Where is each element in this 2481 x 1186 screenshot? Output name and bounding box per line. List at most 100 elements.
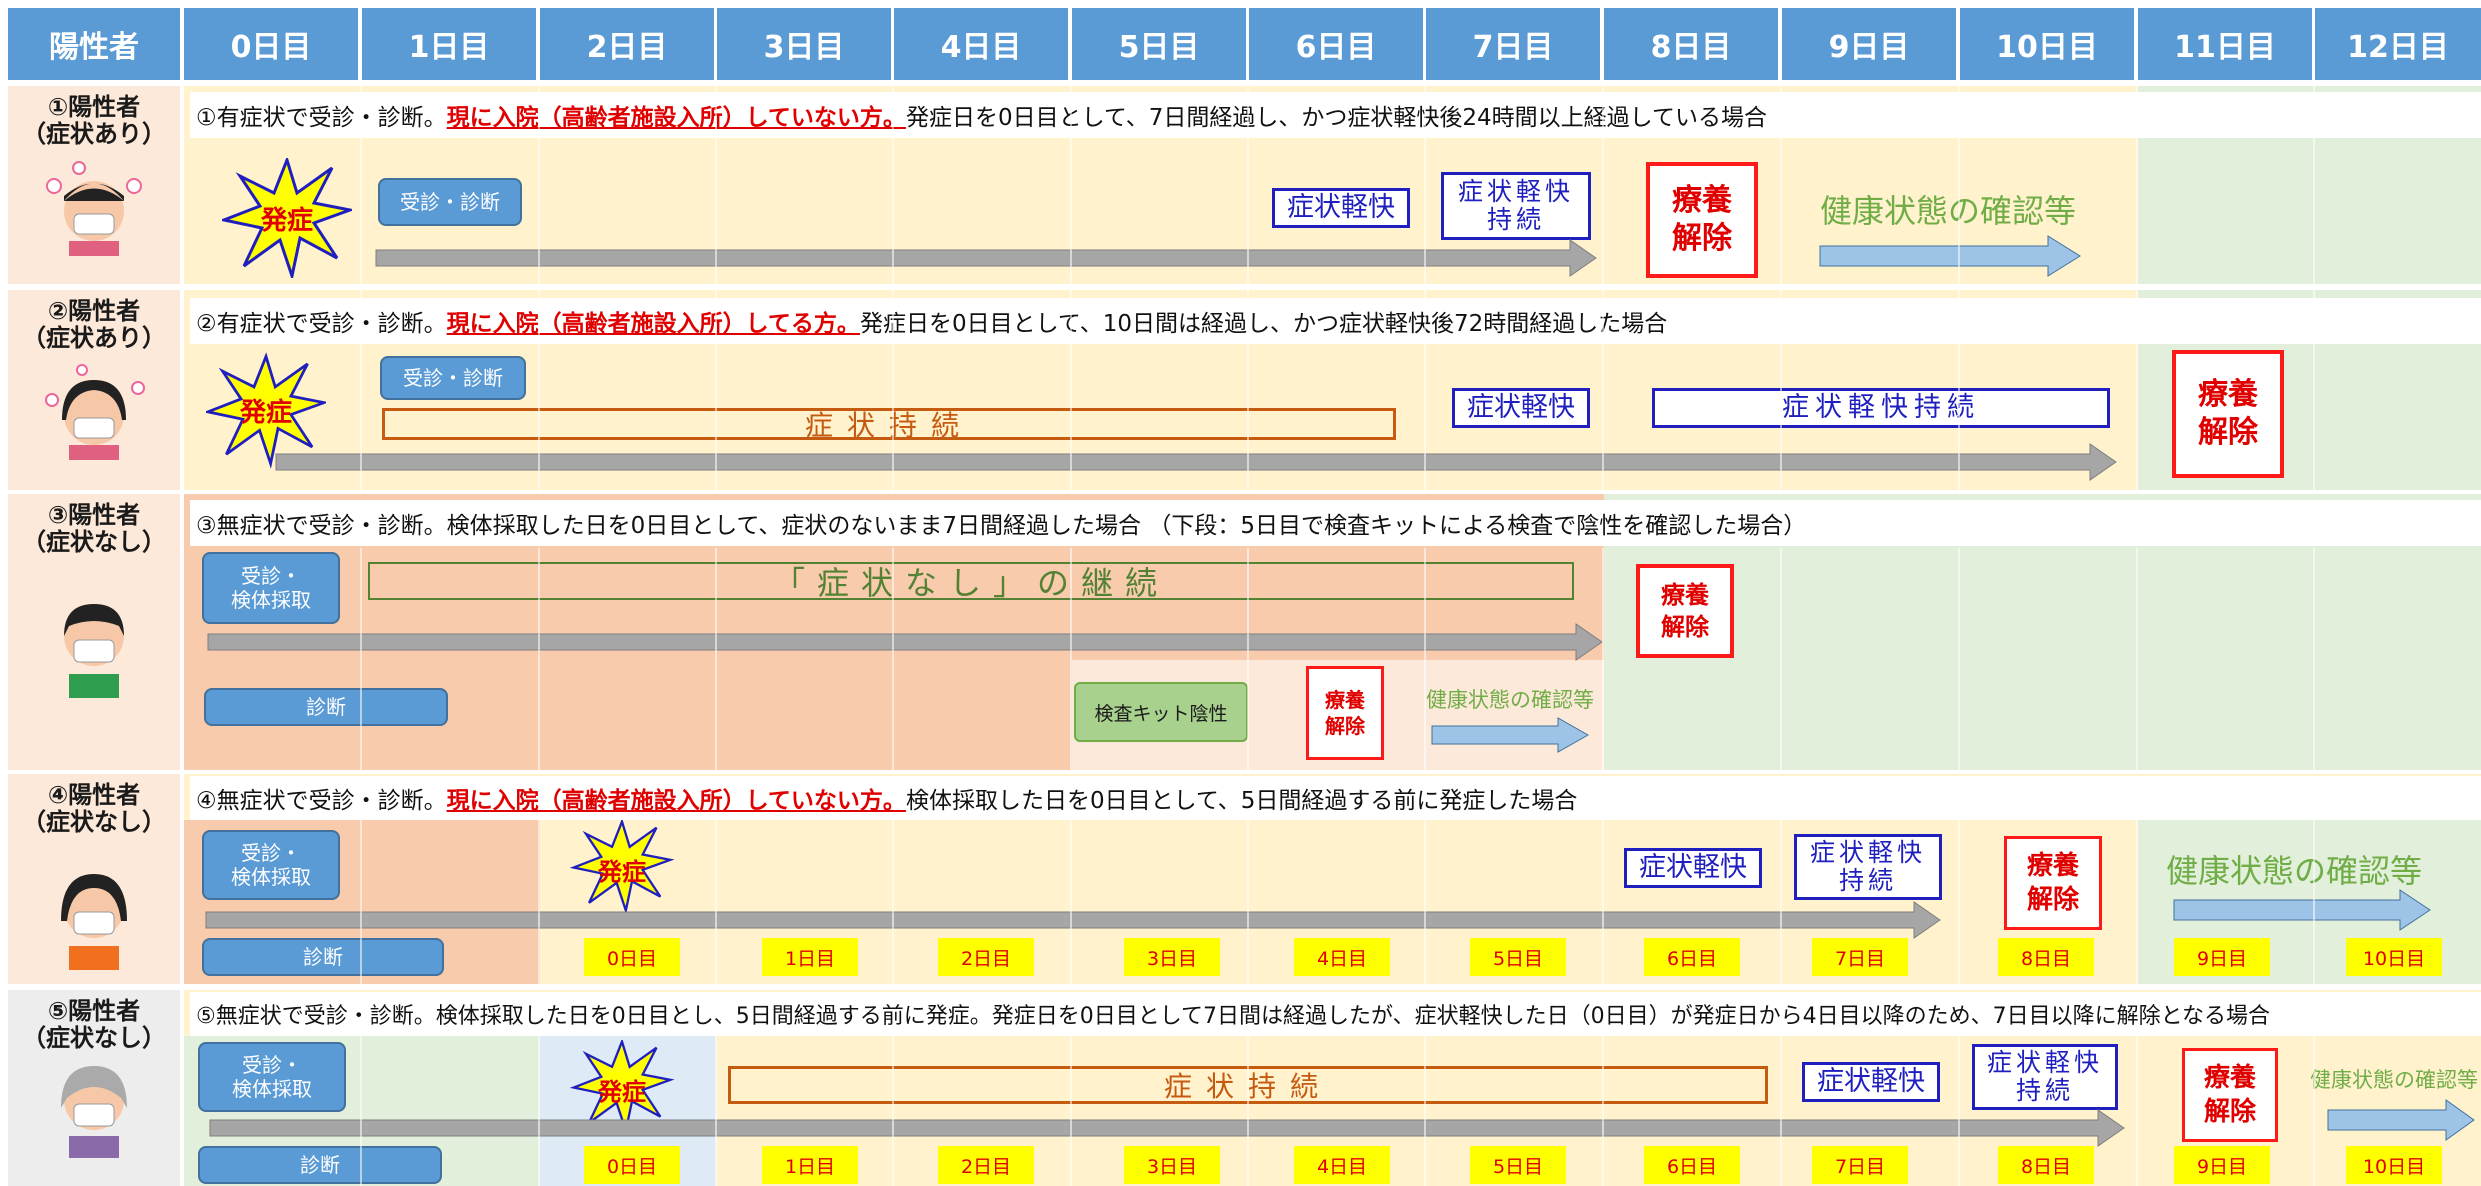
row2-label-line2: （症状あり） bbox=[22, 324, 166, 352]
gridline bbox=[2313, 86, 2315, 284]
row1-description: ①有症状で受診・診断。現に入院（高齢者施設入所）していない方。発症日を0日目とし… bbox=[190, 92, 2481, 138]
sub-day-label: 8日目 bbox=[1998, 938, 2094, 976]
gridline bbox=[538, 548, 540, 770]
header-day-9: 9日目 bbox=[1782, 8, 1956, 80]
header-day-5: 5日目 bbox=[1072, 8, 1246, 80]
gridline bbox=[360, 290, 362, 490]
gridline bbox=[715, 1036, 717, 1186]
sub-day-label: 1日目 bbox=[762, 1146, 858, 1184]
health-arrow-1 bbox=[1819, 235, 2081, 277]
gridline bbox=[538, 290, 540, 490]
gridline bbox=[1602, 548, 1604, 770]
gridline bbox=[1247, 86, 1249, 284]
health-arrow-5 bbox=[2327, 1099, 2475, 1141]
row2-desc-suffix: 発症日を0日目として、10日間は経過し、かつ症状軽快後72時間経過した場合 bbox=[859, 311, 1668, 337]
row5-label: ⑤陽性者 （症状なし） bbox=[8, 990, 180, 1186]
gridline bbox=[538, 820, 540, 984]
row2-desc-prefix: ②有症状で受診・診断。 bbox=[196, 311, 447, 337]
row3-label-line2: （症状なし） bbox=[22, 528, 166, 556]
sub-day-label: 7日目 bbox=[1812, 1146, 1908, 1184]
masked-elder-icon bbox=[61, 1066, 127, 1158]
gridline bbox=[1958, 86, 1960, 284]
row5-label-line2: （症状なし） bbox=[22, 1024, 166, 1052]
header-day-4: 4日目 bbox=[894, 8, 1068, 80]
sub-day-label: 2日目 bbox=[938, 938, 1034, 976]
sick-person-icon bbox=[46, 161, 142, 256]
gridline bbox=[360, 1036, 362, 1186]
sub-day-label: 6日目 bbox=[1644, 1146, 1740, 1184]
release-box-3: 療養 解除 bbox=[1636, 564, 1734, 658]
gridline bbox=[538, 86, 540, 284]
sub-day-label: 3日目 bbox=[1124, 938, 1220, 976]
gridline bbox=[2136, 1036, 2138, 1186]
diagnosis-box-3: 診断 bbox=[204, 688, 448, 726]
sub-day-label: 0日目 bbox=[584, 1146, 680, 1184]
row3-desc: ③無症状で受診・診断。検体採取した日を0日目として、症状のないまま7日間経過した… bbox=[196, 513, 1807, 539]
gridline bbox=[2136, 820, 2138, 984]
gridline bbox=[1247, 820, 1249, 984]
header-day-3: 3日目 bbox=[717, 8, 891, 80]
sub-day-label: 4日目 bbox=[1294, 1146, 1390, 1184]
sub-day-label: 1日目 bbox=[762, 938, 858, 976]
release-box-1: 療養 解除 bbox=[1646, 162, 1758, 278]
sub-day-label: 9日目 bbox=[2174, 1146, 2270, 1184]
header-day-6: 6日目 bbox=[1249, 8, 1423, 80]
header-day-1: 1日目 bbox=[362, 8, 536, 80]
onset-label-4: 発症 bbox=[598, 858, 646, 886]
row1-desc-suffix: 発症日を0日目として、7日間経過し、かつ症状軽快後24時間以上経過している場合 bbox=[905, 105, 1767, 131]
header-day-2: 2日目 bbox=[540, 8, 714, 80]
masked-girl-icon bbox=[61, 874, 127, 970]
relief-continue-box-1: 症状軽快 持続 bbox=[1441, 172, 1591, 240]
sub-day-label: 10日目 bbox=[2346, 938, 2442, 976]
health-arrow-3 bbox=[1431, 717, 1590, 753]
visit-diagnosis-box-1: 受診・診断 bbox=[378, 178, 522, 226]
row5-label-line1: ⑤陽性者 bbox=[47, 997, 141, 1025]
row4-desc-red: 現に入院（高齢者施設入所）していない方。 bbox=[446, 788, 906, 814]
sub-day-label: 3日目 bbox=[1124, 1146, 1220, 1184]
gridline bbox=[2313, 290, 2315, 490]
gridline bbox=[1780, 548, 1782, 770]
sub-day-label: 5日目 bbox=[1470, 938, 1566, 976]
masked-boy-icon bbox=[64, 604, 124, 698]
row1-label-line2: （症状あり） bbox=[22, 120, 166, 148]
onset-star-1 bbox=[222, 158, 352, 278]
gridline bbox=[892, 290, 894, 490]
test-kit-negative-box: 検査キット陰性 bbox=[1074, 682, 1248, 742]
row3-label-line1: ③陽性者 bbox=[47, 501, 141, 529]
health-check-label-3: 健康状態の確認等 bbox=[1426, 688, 1594, 712]
visit-sample-box-4: 受診・ 検体採取 bbox=[202, 830, 340, 900]
row4-description: ④無症状で受診・診断。現に入院（高齢者施設入所）していない方。検体採取した日を0… bbox=[190, 776, 2481, 820]
gridline bbox=[892, 820, 894, 984]
sub-day-label: 10日目 bbox=[2346, 1146, 2442, 1184]
gridline bbox=[1424, 1036, 1426, 1186]
header-day-0: 0日目 bbox=[184, 8, 358, 80]
gridline bbox=[715, 820, 717, 984]
gridline bbox=[1424, 548, 1426, 770]
gridline bbox=[2136, 86, 2138, 284]
gridline bbox=[892, 548, 894, 770]
gridline bbox=[715, 290, 717, 490]
gridline bbox=[538, 1036, 540, 1186]
onset-label-2: 発症 bbox=[239, 398, 292, 428]
gridline bbox=[1070, 548, 1072, 770]
health-check-label-5: 健康状態の確認等 bbox=[2310, 1068, 2478, 1092]
visit-sample-box-3: 受診・ 検体採取 bbox=[202, 552, 340, 624]
gridline bbox=[1780, 86, 1782, 284]
relief-box-5: 症状軽快 bbox=[1802, 1062, 1940, 1102]
gridline bbox=[2313, 548, 2315, 770]
onset-star-2 bbox=[206, 352, 326, 469]
gridline bbox=[1070, 820, 1072, 984]
visit-sample-box-5: 受診・ 検体採取 bbox=[198, 1042, 346, 1112]
gridline bbox=[2313, 820, 2315, 984]
header-title: 陽性者 bbox=[8, 8, 180, 80]
header-day-11: 11日目 bbox=[2138, 8, 2312, 80]
gridline bbox=[1424, 290, 1426, 490]
gridline bbox=[1247, 290, 1249, 490]
sick-woman-icon bbox=[45, 364, 145, 460]
visit-diagnosis-box-2: 受診・診断 bbox=[380, 356, 526, 400]
header-day-8: 8日目 bbox=[1604, 8, 1778, 80]
gridline bbox=[715, 86, 717, 284]
gridline bbox=[715, 548, 717, 770]
diagnosis-box-5: 診断 bbox=[198, 1146, 442, 1184]
symptom-continue-box-2: 症状持続 bbox=[382, 408, 1396, 442]
